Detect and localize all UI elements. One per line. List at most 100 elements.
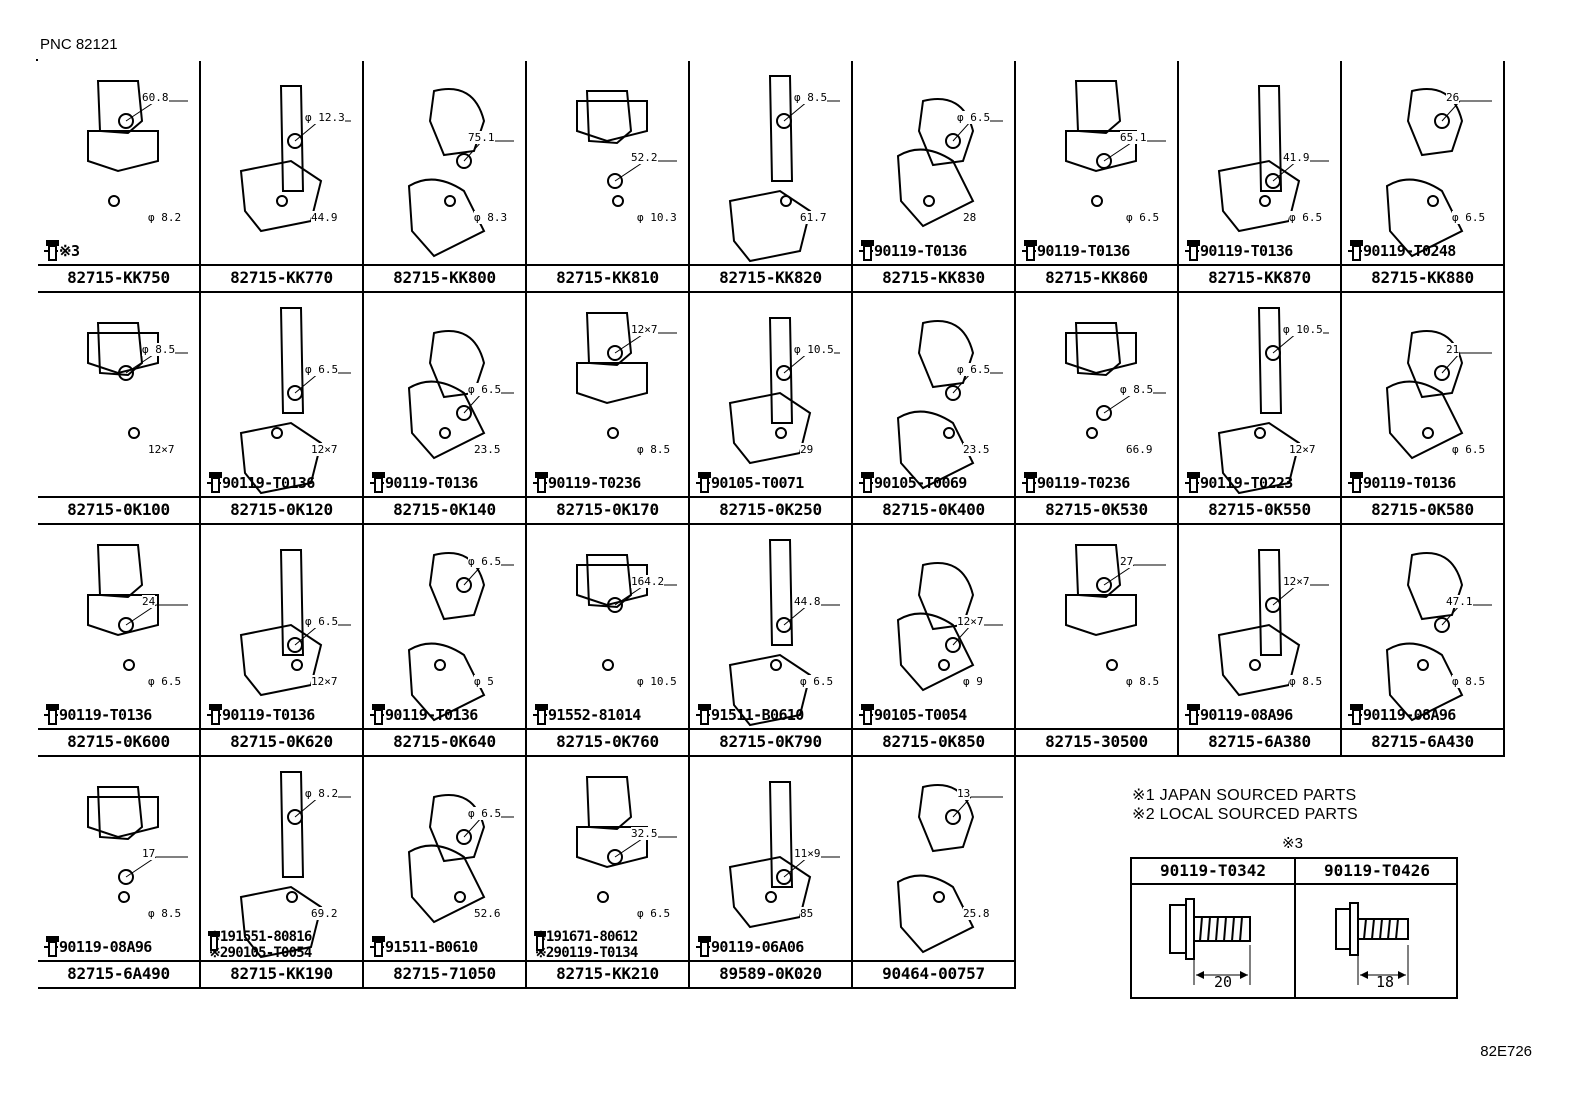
part-number: 82715-KK210: [527, 960, 688, 987]
bolt-callout: 90105-T0071: [696, 471, 804, 495]
bolt-callout: 90119-06A06: [696, 935, 804, 959]
bolt-callout: 90119-08A96: [44, 935, 152, 959]
part-number: 89589-0K020: [690, 960, 851, 987]
dimension-label: 69.2: [311, 907, 338, 920]
part-number: 82715-0K620: [201, 728, 362, 755]
dimension-label: 24: [142, 595, 156, 608]
bracket-drawing-icon: [728, 539, 840, 727]
dimension-label: 26: [1446, 91, 1460, 104]
bolt-icon: [1024, 240, 1037, 261]
bolt-illustration-icon: [1169, 898, 1251, 985]
bolt-part-number: 90105-T0054: [874, 706, 967, 724]
dimension-label: 12×7: [311, 675, 338, 688]
dimension-label: 23.5: [474, 443, 501, 456]
bolt-callout: 90119-T0236: [533, 471, 641, 495]
part-number: 82715-0K250: [690, 496, 851, 523]
dimension-label: φ 6.5: [1126, 211, 1160, 224]
dimension-label: 32.5: [631, 827, 658, 840]
part-number: 82715-0K850: [853, 728, 1014, 755]
bolt-part-number: 90119-T0136: [222, 474, 315, 492]
bolt-icon: [372, 472, 385, 493]
bolt-icon: [1024, 472, 1037, 493]
dimension-label: 17: [142, 847, 156, 860]
part-number: 82715-30500: [1016, 728, 1177, 755]
dimension-label: φ 10.5: [1283, 323, 1323, 336]
dimension-label: 23.5: [963, 443, 990, 456]
dimension-label: 13: [957, 787, 971, 800]
bolt-part-number: 90119-06A06: [711, 938, 804, 956]
bolt-icon: [372, 704, 385, 725]
bolt-part-number: 90119-T0136: [222, 706, 315, 724]
part-number: 82715-0K580: [1342, 496, 1503, 523]
note-local: ※2 LOCAL SOURCED PARTS: [1132, 806, 1358, 823]
bolt-callout: 90119-T0136: [44, 703, 152, 727]
bolt-icon: [698, 936, 711, 957]
bracket-drawing-icon: [87, 322, 188, 439]
note-japan: ※1 JAPAN SOURCED PARTS: [1132, 787, 1357, 804]
dimension-label: φ 6.5: [637, 907, 671, 920]
dimension-label: 12×7: [1289, 443, 1316, 456]
bolt-part-number: 91511-B0610: [385, 938, 478, 956]
part-number: 82715-KK770: [201, 264, 362, 291]
bolt-callout: 90119-T0248: [1348, 239, 1456, 263]
legend-mark: ※3: [1282, 835, 1303, 852]
dimension-label: φ 6.5: [1289, 211, 1323, 224]
bolt-part-number: 90119-08A96: [59, 938, 152, 956]
dimension-label: 27: [1120, 555, 1134, 568]
bolt-icon: [1187, 240, 1200, 261]
part-number: 82715-0K170: [527, 496, 688, 523]
bolt-part-number: 90119-T0248: [1363, 242, 1456, 260]
dimension-label: φ 10.5: [637, 675, 677, 688]
bracket-drawing-icon: [728, 781, 840, 929]
dimension-label: 47.1: [1446, 595, 1473, 608]
part-number: 82715-KK810: [527, 264, 688, 291]
diagram-code: 82E726: [1480, 1043, 1532, 1060]
bolt-callout: 90119-08A96: [1185, 703, 1293, 727]
bracket-drawing-icon: [87, 544, 188, 671]
bolt-icon: [1350, 240, 1363, 261]
bolt-icon: [209, 472, 222, 493]
bracket-drawing-icon: [896, 562, 1003, 692]
bolt-icon: [46, 240, 59, 261]
dimension-label: 28: [963, 211, 977, 224]
dimension-label: 52.6: [474, 907, 501, 920]
part-number: 82715-6A430: [1342, 728, 1503, 755]
dimension-label: 12×7: [957, 615, 984, 628]
dimension-label: 75.1: [468, 131, 495, 144]
legend-item-2: 90119-T0426 18: [1296, 859, 1458, 997]
bolt-part-number: 91511-B0610: [711, 706, 804, 724]
bolt-callout: 90119-T0136: [207, 471, 315, 495]
dimension-label: 164.2: [631, 575, 665, 588]
bracket-drawing-icon: [896, 98, 1003, 228]
bolt-callout: 90119-T0136: [1348, 471, 1456, 495]
dimension-label: φ 12.3: [305, 111, 345, 124]
bracket-drawing-icon: [576, 90, 677, 207]
bolt-part-number: 90119-T0136: [874, 242, 967, 260]
bracket-drawing-icon: [87, 80, 188, 207]
part-number: 82715-KK870: [1179, 264, 1340, 291]
bolt-callout: 90119-T0136: [1185, 239, 1293, 263]
bolt-part-number: ※290105-T0054: [209, 945, 312, 961]
bolt-callout: 90119-T0136: [207, 703, 315, 727]
bracket-drawing-icon: [896, 784, 1003, 954]
dimension-label: 66.9: [1126, 443, 1153, 456]
bracket-drawing-icon: [576, 554, 677, 671]
part-number: 82715-0K530: [1016, 496, 1177, 523]
dimension-label: φ 6.5: [468, 383, 502, 396]
